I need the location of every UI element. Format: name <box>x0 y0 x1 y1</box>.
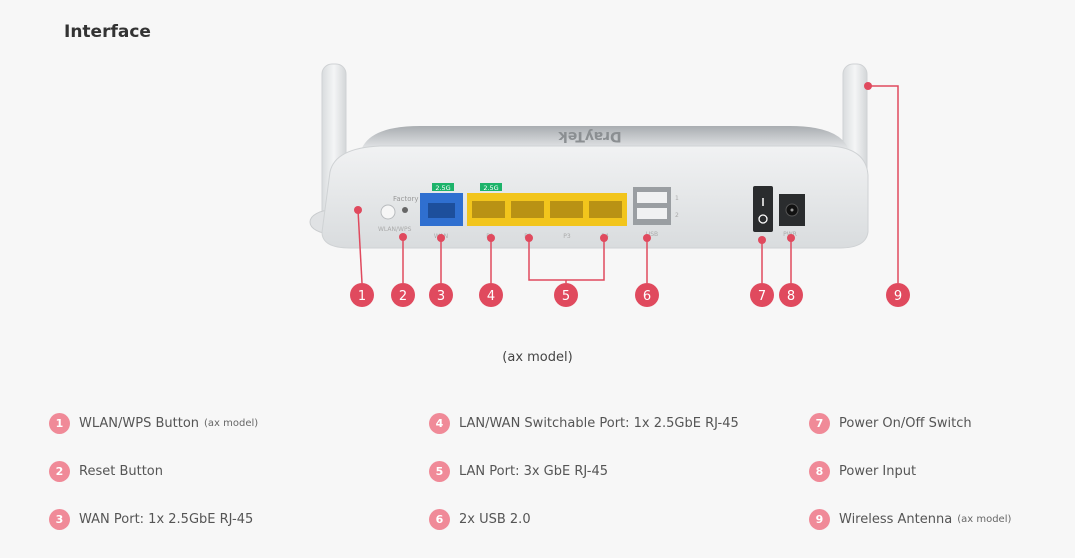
legend-label: LAN Port: 3x GbE RJ-45 <box>459 463 608 479</box>
brand-logo: DrayTek <box>558 128 622 144</box>
legend-label: Power Input <box>839 463 917 479</box>
svg-text:2: 2 <box>399 289 407 304</box>
legend-item-5: 5 LAN Port: 3x GbE RJ-45 <box>429 456 608 486</box>
diagram-caption: (ax model) <box>502 350 573 365</box>
svg-text:8: 8 <box>787 289 795 304</box>
callout-8: 8 <box>779 283 803 307</box>
p3-label: P3 <box>563 233 571 240</box>
factory-label: Factory <box>393 195 419 203</box>
router-rear-diagram: DrayTek Factory WLAN/WPS 2.5G 2.5G WAN P… <box>309 63 910 307</box>
svg-text:4: 4 <box>487 289 495 304</box>
lan-port-p2[interactable] <box>511 201 544 218</box>
callout-7: 7 <box>750 283 774 307</box>
legend-label: Power On/Off Switch <box>839 415 972 431</box>
legend-item-9: 9 Wireless Antenna (ax model) <box>809 504 1011 534</box>
callout-9: 9 <box>886 283 910 307</box>
callout-4: 4 <box>479 283 503 307</box>
lan-port-p3[interactable] <box>550 201 583 218</box>
wan-port[interactable] <box>420 193 463 226</box>
svg-text:6: 6 <box>643 289 651 304</box>
wlan-wps-label: WLAN/WPS <box>378 226 412 233</box>
legend: 1 WLAN/WPS Button (ax model) 2 Reset But… <box>0 408 1075 538</box>
legend-item-3: 3 WAN Port: 1x 2.5GbE RJ-45 <box>49 504 253 534</box>
svg-text:3: 3 <box>437 289 445 304</box>
svg-text:7: 7 <box>758 289 766 304</box>
callout-1: 1 <box>350 283 374 307</box>
reset-button[interactable] <box>402 207 408 213</box>
wlan-wps-button[interactable] <box>380 204 396 220</box>
callout-3: 3 <box>429 283 453 307</box>
callout-6: 6 <box>635 283 659 307</box>
legend-note: (ax model) <box>957 513 1012 525</box>
usb-label: USB <box>646 231 658 238</box>
legend-label: LAN/WAN Switchable Port: 1x 2.5GbE RJ-45 <box>459 415 739 431</box>
usb-ports[interactable] <box>633 187 671 225</box>
legend-label: 2x USB 2.0 <box>459 511 531 527</box>
legend-badge: 5 <box>429 460 450 482</box>
legend-badge: 2 <box>49 460 70 482</box>
legend-badge: 1 <box>49 412 70 434</box>
legend-note: (ax model) <box>204 417 259 429</box>
legend-item-6: 6 2x USB 2.0 <box>429 504 531 534</box>
power-input[interactable] <box>779 194 805 226</box>
svg-text:5: 5 <box>562 289 570 304</box>
p1-speed-badge-text: 2.5G <box>483 184 498 192</box>
wan-speed-badge-text: 2.5G <box>435 184 450 192</box>
legend-item-1: 1 WLAN/WPS Button (ax model) <box>49 408 258 438</box>
legend-item-4: 4 LAN/WAN Switchable Port: 1x 2.5GbE RJ-… <box>429 408 739 438</box>
wan-speed-badge <box>432 183 454 191</box>
leader-lines <box>357 85 899 284</box>
p1-speed-badge <box>480 183 502 191</box>
legend-label: WAN Port: 1x 2.5GbE RJ-45 <box>79 511 254 527</box>
power-switch[interactable] <box>753 186 773 232</box>
usb-num-2: 2 <box>675 212 679 219</box>
legend-label: Wireless Antenna <box>839 511 953 527</box>
callout-5: 5 <box>554 283 578 307</box>
callout-2: 2 <box>391 283 415 307</box>
legend-badge: 9 <box>809 508 830 530</box>
legend-badge: 8 <box>809 460 830 482</box>
leader-dots <box>354 82 872 244</box>
page-title: Interface <box>64 22 151 42</box>
legend-label: Reset Button <box>79 463 163 479</box>
router-top-cover <box>362 126 848 148</box>
legend-item-7: 7 Power On/Off Switch <box>809 408 972 438</box>
legend-badge: 6 <box>429 508 450 530</box>
legend-label: WLAN/WPS Button <box>79 415 200 431</box>
legend-badge: 7 <box>809 412 830 434</box>
svg-text:9: 9 <box>894 289 902 304</box>
legend-item-8: 8 Power Input <box>809 456 916 486</box>
lan-port-p4[interactable] <box>589 201 622 218</box>
legend-item-2: 2 Reset Button <box>49 456 163 486</box>
legend-badge: 4 <box>429 412 450 434</box>
legend-badge: 3 <box>49 508 70 530</box>
lan-port-p1[interactable] <box>472 201 505 218</box>
usb-num-1: 1 <box>675 195 679 202</box>
svg-text:1: 1 <box>358 289 366 304</box>
